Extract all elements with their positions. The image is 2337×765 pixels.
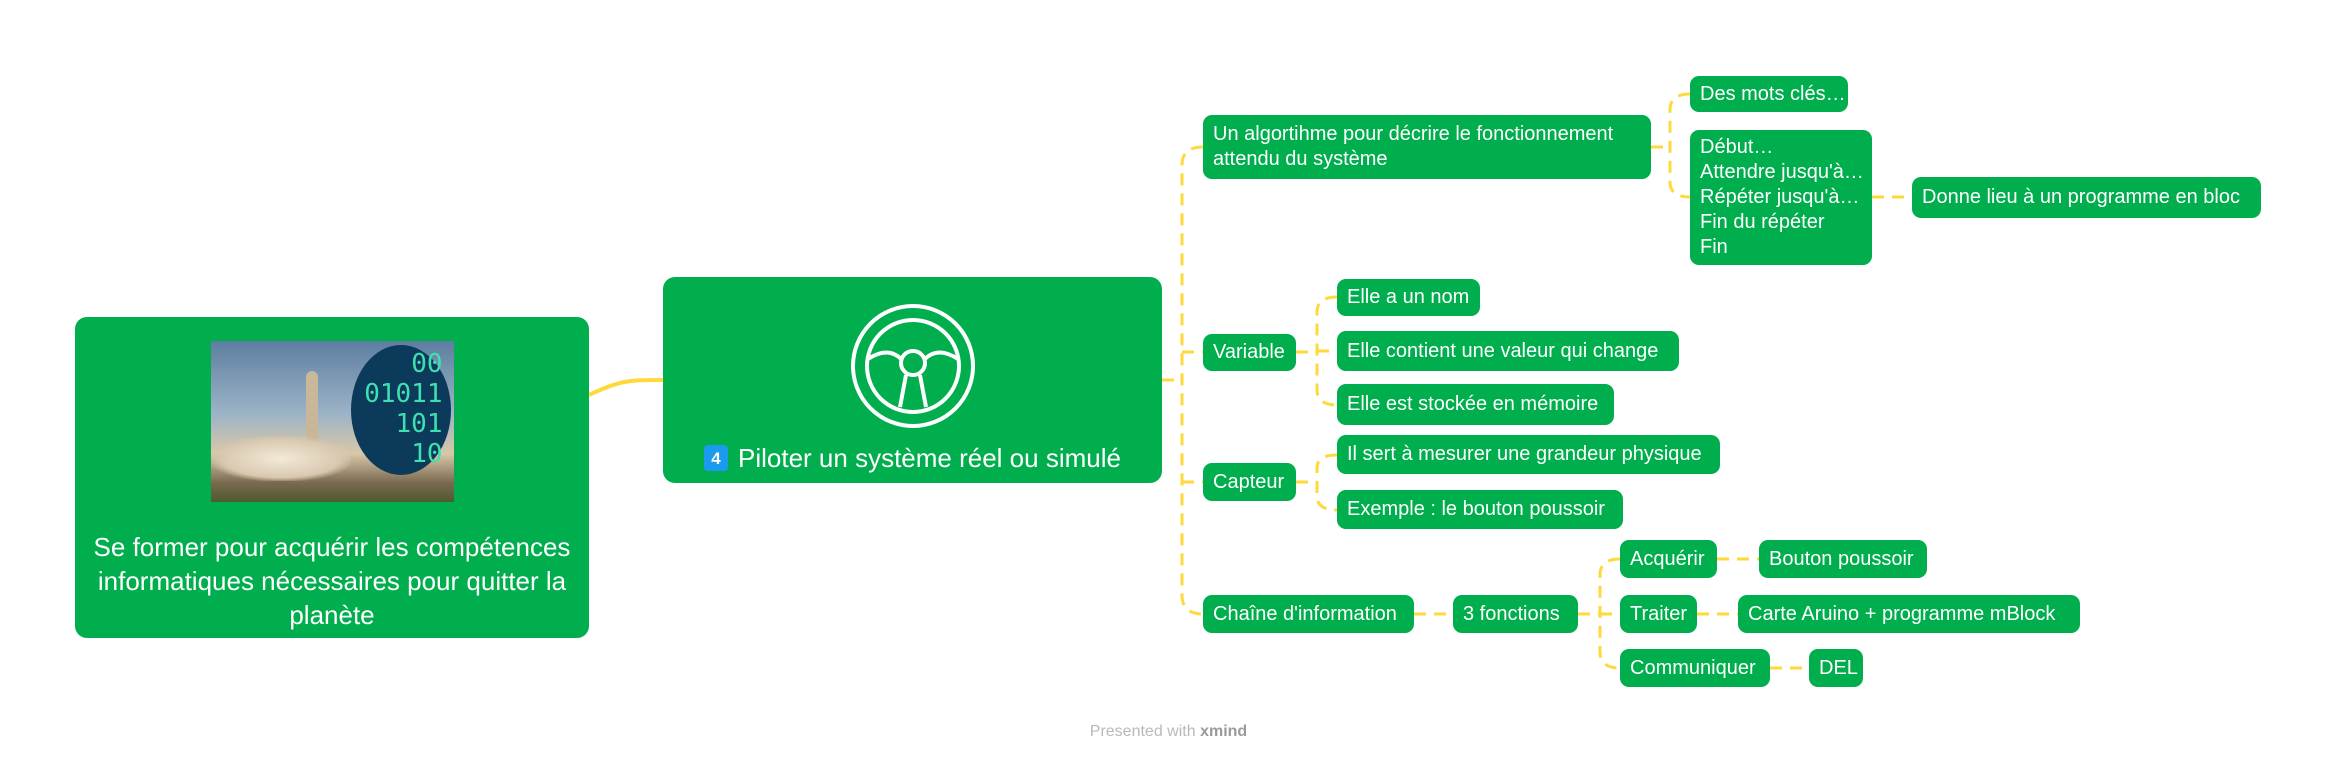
topic-variable[interactable]: Variable xyxy=(1203,334,1296,371)
topic-del[interactable]: DEL xyxy=(1809,649,1863,687)
binary-line: 101 xyxy=(395,409,443,439)
topic-capteur-mesure[interactable]: Il sert à mesurer une grandeur physique xyxy=(1337,435,1720,474)
central-title: Piloter un système réel ou simulé xyxy=(738,442,1121,473)
topic-variable-nom[interactable]: Elle a un nom xyxy=(1337,279,1480,316)
root-topic[interactable]: 00 01011 101 10 Se former pour acquérir … xyxy=(75,317,589,638)
topic-communiquer[interactable]: Communiquer xyxy=(1620,649,1770,687)
topic-chaine-information[interactable]: Chaîne d'information xyxy=(1203,595,1414,633)
central-topic[interactable]: 4 Piloter un système réel ou simulé xyxy=(663,277,1162,483)
topic-programme-bloc[interactable]: Donne lieu à un programme en bloc xyxy=(1912,177,2261,218)
topic-variable-valeur[interactable]: Elle contient une valeur qui change xyxy=(1337,331,1679,371)
rocket-shape xyxy=(305,371,318,451)
binary-line: 01011 xyxy=(364,379,443,409)
topic-algorithme[interactable]: Un algortihme pour décrire le fonctionne… xyxy=(1203,115,1651,179)
binary-code-graphic: 00 01011 101 10 xyxy=(350,345,451,475)
topic-bouton-poussoir[interactable]: Bouton poussoir xyxy=(1759,540,1927,578)
topic-mots-cles[interactable]: Des mots clés… xyxy=(1690,76,1848,112)
step-line: Fin du répéter xyxy=(1700,211,1825,233)
topic-traiter[interactable]: Traiter xyxy=(1620,595,1697,633)
footer-brand[interactable]: xmind xyxy=(1200,723,1248,740)
topic-3-fonctions[interactable]: 3 fonctions xyxy=(1453,595,1578,633)
footer-prefix: Presented with xyxy=(1089,723,1196,740)
topic-variable-memoire[interactable]: Elle est stockée en mémoire xyxy=(1337,384,1614,425)
step-line: Fin xyxy=(1700,236,1728,258)
topic-capteur-exemple[interactable]: Exemple : le bouton poussoir xyxy=(1337,490,1623,529)
root-to-central-connector xyxy=(588,378,664,397)
priority-4-icon: 4 xyxy=(704,445,729,471)
step-line: Attendre jusqu'à… xyxy=(1700,161,1864,183)
rocket-launch-image: 00 01011 101 10 xyxy=(210,341,454,502)
topic-label: attendu du système xyxy=(1213,148,1388,170)
topic-carte-arduino[interactable]: Carte Aruino + programme mBlock xyxy=(1738,595,2080,633)
binary-line: 00 xyxy=(411,349,443,379)
topic-algorithm-steps[interactable]: Début… Attendre jusqu'à… Répéter jusqu'à… xyxy=(1690,130,1872,265)
step-line: Début… xyxy=(1700,136,1774,158)
root-title: Se former pour acquérir les compétences … xyxy=(93,532,571,630)
binary-line: 10 xyxy=(411,439,443,469)
smoke-shape xyxy=(210,436,351,481)
topic-label: Un algortihme pour décrire le fonctionne… xyxy=(1213,123,1614,145)
steering-wheel-icon xyxy=(850,304,975,428)
step-line: Répéter jusqu'à… xyxy=(1700,186,1860,208)
topic-capteur[interactable]: Capteur xyxy=(1203,463,1296,501)
topic-acquerir[interactable]: Acquérir xyxy=(1620,540,1717,578)
footer-credit: Presented with xmind xyxy=(0,723,2337,741)
